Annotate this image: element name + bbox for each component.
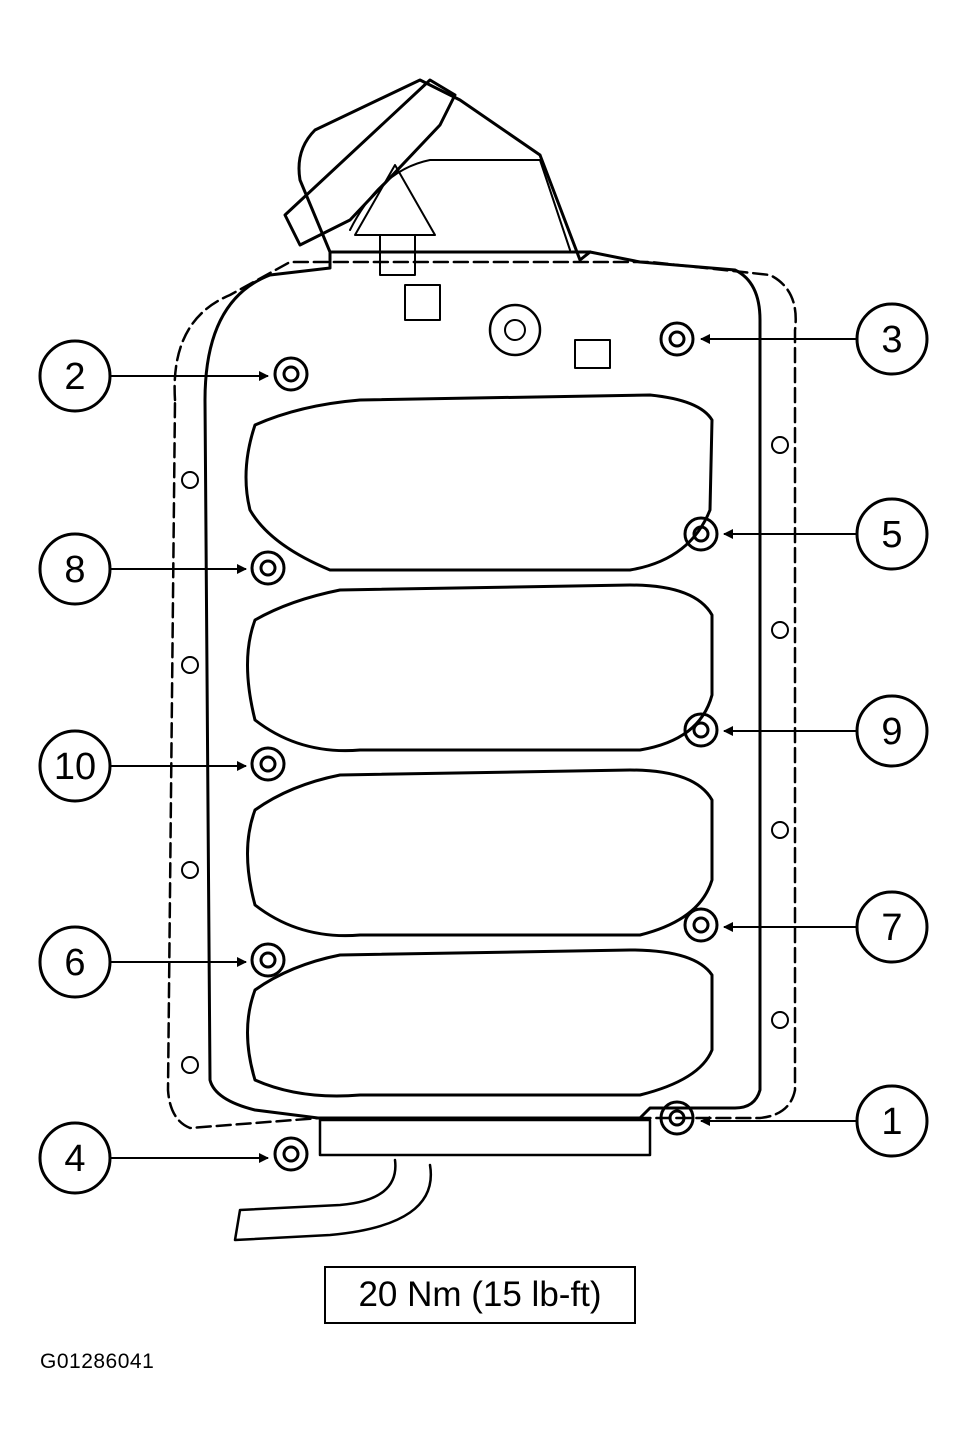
callout-label-7: 7 [881, 907, 902, 949]
bolt-6 [250, 942, 286, 978]
callout-label-2: 2 [64, 356, 85, 398]
callout-label-9: 9 [881, 711, 902, 753]
manifold-body [203, 250, 762, 1120]
callout-circle-9 [855, 694, 929, 768]
figure-id: G01286041 [40, 1350, 155, 1373]
callout-circle-4 [38, 1121, 112, 1195]
bolts [250, 321, 719, 1172]
bolt-9 [683, 712, 719, 748]
runner-2 [246, 583, 714, 753]
bolt-4 [273, 1136, 309, 1172]
torque-spec-label: 20 Nm (15 lb-ft) [358, 1275, 602, 1314]
callout-circle-7 [855, 890, 929, 964]
callout-label-1: 1 [881, 1101, 902, 1143]
bolt-1 [659, 1100, 695, 1136]
fuel-rail [318, 1118, 652, 1157]
sensor-a [379, 234, 416, 276]
callout-label-8: 8 [64, 549, 85, 591]
callout-label-4: 4 [64, 1138, 85, 1180]
throttle-inner [349, 159, 571, 251]
torque-spec-box: 20 Nm (15 lb-ft) [324, 1266, 636, 1324]
coolant-hose [233, 1158, 433, 1242]
throttle-neck [297, 78, 592, 262]
bolt-2 [273, 356, 309, 392]
callout-label-3: 3 [881, 319, 902, 361]
callout-circle-2 [38, 339, 112, 413]
callout-label-6: 6 [64, 942, 85, 984]
bolt-3 [659, 321, 695, 357]
sensor-b [404, 284, 441, 321]
bolt-5 [683, 516, 719, 552]
pivot-bolt [504, 319, 526, 341]
callout-circle-6 [38, 925, 112, 999]
runner-4 [246, 948, 714, 1098]
manifold-drawing [166, 78, 797, 1242]
bolt-10 [250, 746, 286, 782]
bolt-8 [250, 550, 286, 586]
side-bosses [181, 436, 789, 1074]
callout-circle-5 [855, 497, 929, 571]
pivot-boss [488, 303, 542, 357]
runner-1 [244, 393, 714, 572]
bolt-7 [683, 907, 719, 943]
callout-label-10: 10 [54, 746, 96, 788]
throttle-tube [283, 78, 457, 247]
callout-circle-10 [38, 729, 112, 803]
callout-circle-3 [855, 302, 929, 376]
callout-label-5: 5 [881, 514, 902, 556]
callout-circle-8 [38, 532, 112, 606]
connector [574, 339, 611, 369]
callout-circle-1 [855, 1084, 929, 1158]
callouts: 1 2 3 4 5 6 7 8 9 10 [38, 302, 929, 1195]
runner-3 [246, 768, 714, 938]
gasket-outline [166, 260, 797, 1130]
